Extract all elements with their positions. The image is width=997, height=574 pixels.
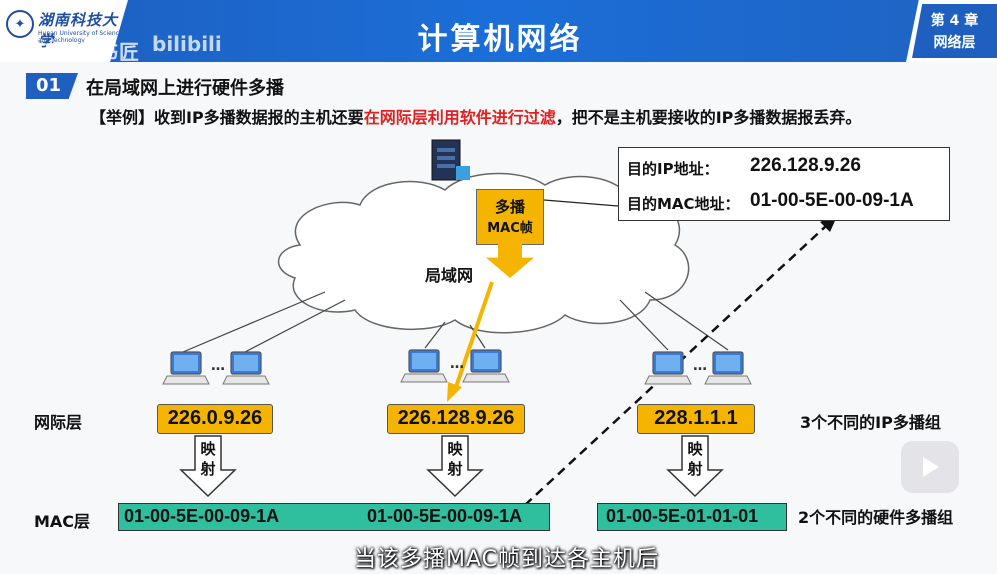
lan-links <box>182 291 729 353</box>
mac-groups-note: 2个不同的硬件多播组 <box>798 508 954 527</box>
mapping-label-2: 射 <box>687 460 703 478</box>
section-number-badge: 01 <box>26 73 78 99</box>
university-logo: ✦ 湖南科技大学 Hunan University of Science and… <box>0 0 128 62</box>
channel-watermark: 湖科大教书匠 <box>14 40 140 64</box>
mapping-label-1: 映 <box>447 440 463 458</box>
dst-ip-value: 226.128.9.26 <box>750 155 861 176</box>
chapter-number: 第 4 章 <box>930 13 979 29</box>
ip-group-box: 228.1.1.1 <box>637 404 755 434</box>
server-icon <box>431 139 470 181</box>
example-prefix: 【举例】收到IP多播数据报的主机还要 <box>90 108 364 127</box>
dst-mac-label: 目的MAC地址： <box>627 195 740 213</box>
mac-group-bar <box>118 503 550 531</box>
address-connector <box>543 199 619 207</box>
ip-groups-note: 3个不同的IP多播组 <box>800 413 941 432</box>
lan-label: 局域网 <box>425 266 474 285</box>
chapter-name: 网络层 <box>933 35 976 51</box>
ip-group-box: 226.0.9.26 <box>157 404 273 434</box>
video-subtitle: 当该多播MAC帧到达各主机后 <box>354 547 660 572</box>
mac-layer-label: MAC层 <box>34 512 91 531</box>
dst-mac-value: 01-00-5E-00-09-1A <box>750 190 914 211</box>
frame-label-line1: 多播 <box>494 198 525 216</box>
mapping-label-2: 射 <box>447 460 463 478</box>
laptop-ellipsis: … <box>693 358 707 374</box>
chapter-badge: 第 4 章 网络层 <box>912 4 997 58</box>
laptop-ellipsis: … <box>211 358 225 374</box>
laptop-ellipsis: … <box>450 356 464 372</box>
mac-group-label: 01-00-5E-00-09-1A <box>367 506 523 526</box>
university-seal-icon: ✦ <box>6 10 34 38</box>
multicast-mac-frame: 多播 MAC帧 <box>476 189 544 245</box>
mapping-label-2: 射 <box>200 460 216 478</box>
university-name-en: Hunan University of Science and Technolo… <box>38 30 123 44</box>
university-name: 湖南科技大学 <box>38 11 119 50</box>
ip-group-box: 226.128.9.26 <box>387 404 525 434</box>
mapping-label-1: 映 <box>687 440 703 458</box>
mac-group-label: 01-00-5E-01-01-01 <box>606 506 759 526</box>
section-title: 在局域网上进行硬件多播 <box>86 78 284 99</box>
lan-cloud <box>277 172 690 334</box>
bilibili-watermark: bilibili <box>152 32 222 56</box>
mac-group-label: 01-00-5E-00-09-1A <box>124 506 280 526</box>
example-text: 【举例】收到IP多播数据报的主机还要在网际层利用软件进行过滤，把不是主机要接收的… <box>90 104 861 128</box>
example-suffix: ，把不是主机要接收的IP多播数据报丢弃。 <box>555 108 862 127</box>
destination-address-box: 目的IP地址： 226.128.9.26 目的MAC地址： 01-00-5E-0… <box>618 147 950 221</box>
header-bar <box>0 0 997 62</box>
mapping-label-1: 映 <box>200 440 216 458</box>
page-title: 计算机网络 <box>417 22 583 57</box>
example-highlight: 在网际层利用软件进行过滤 <box>363 108 556 127</box>
mac-group-bar <box>597 503 787 531</box>
play-button-icon[interactable] <box>901 441 959 493</box>
frame-label-line2: MAC帧 <box>487 221 533 236</box>
frame-delivery-arrow <box>447 281 494 402</box>
dst-ip-label: 目的IP地址： <box>627 160 719 178</box>
network-layer-label: 网际层 <box>34 413 83 432</box>
